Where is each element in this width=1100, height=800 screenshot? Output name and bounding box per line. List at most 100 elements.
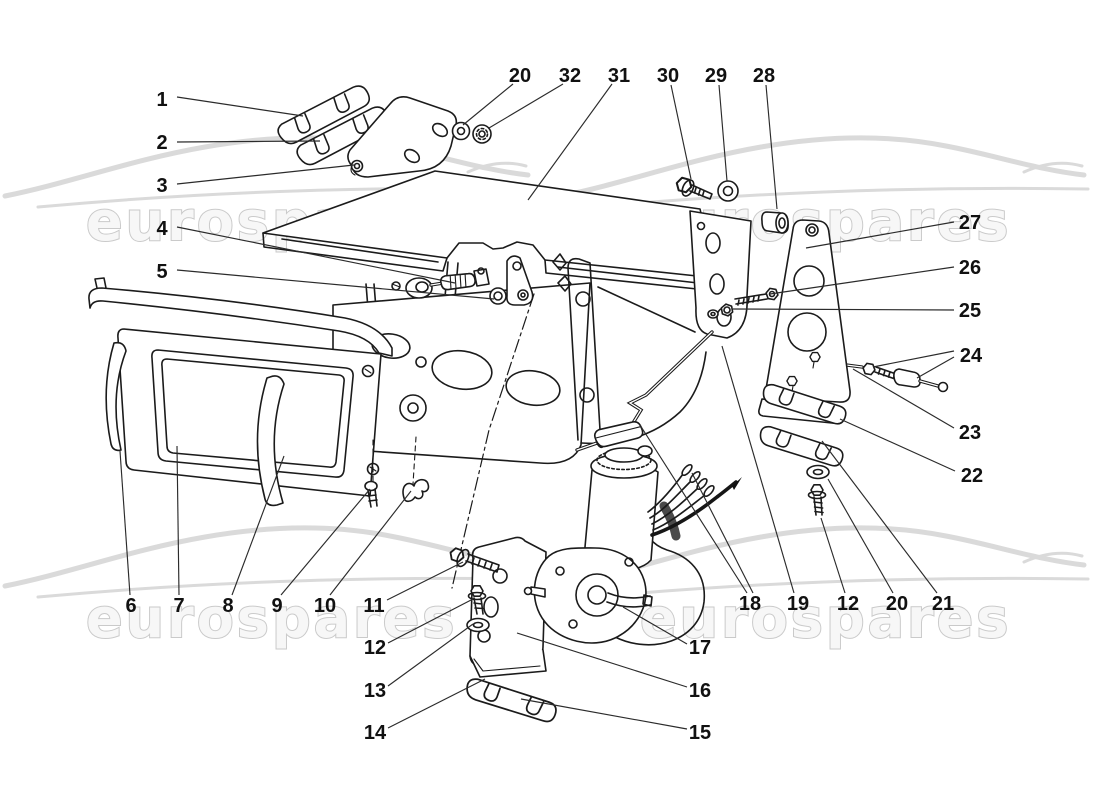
frame-lid-strip xyxy=(88,287,393,357)
callout-label: 31 xyxy=(608,65,630,87)
leader-line xyxy=(820,517,846,594)
leader-line xyxy=(916,356,955,379)
screw-9 xyxy=(364,480,378,508)
nut-32 xyxy=(472,124,492,144)
callout-label: 4 xyxy=(156,218,168,240)
leader-line xyxy=(280,488,371,596)
callout-label: 27 xyxy=(959,212,981,234)
callout-label: 20 xyxy=(509,65,531,87)
motor-cap xyxy=(590,445,658,479)
retaining-clip-1 xyxy=(277,85,371,145)
callout-label: 30 xyxy=(657,65,679,87)
callout-label: 11 xyxy=(363,595,384,617)
callout-label: 32 xyxy=(559,65,581,87)
callout-label: 12 xyxy=(364,637,386,659)
leader-line xyxy=(176,96,304,117)
motor-wires xyxy=(647,463,742,541)
leader-line xyxy=(527,83,613,201)
slotted-plate-15 xyxy=(462,676,560,724)
adjust-screw-26 xyxy=(734,287,780,306)
bolt-11 xyxy=(447,546,500,573)
leader-line xyxy=(765,84,778,210)
leader-line xyxy=(721,345,795,594)
motor-gearbox xyxy=(523,547,647,644)
leader-line xyxy=(691,472,754,594)
leader-line xyxy=(119,450,131,596)
slotted-plate-21 xyxy=(756,424,847,469)
callout-label: 12 xyxy=(837,593,859,615)
leader-line xyxy=(387,623,474,687)
callout-label: 8 xyxy=(222,595,233,617)
callout-label: 29 xyxy=(705,65,727,87)
leader-line xyxy=(488,83,564,129)
callout-label: 5 xyxy=(156,261,167,283)
screw-12-right xyxy=(807,483,827,516)
leader-line xyxy=(176,164,355,185)
mounting-bracket-plate-3 xyxy=(347,96,458,178)
lifting-motor-assembly xyxy=(523,445,742,646)
leader-line xyxy=(821,440,938,594)
leader-line xyxy=(176,140,321,143)
cable-ferrule xyxy=(575,420,644,452)
washer-20-top xyxy=(451,121,471,141)
callout-layer: 12 3 4 5 20 32 31 30 29 28 27 26 25 24 23 22 6 7 8 9 10 11 12 1… xyxy=(119,65,983,744)
watermark-text: eurospares xyxy=(86,587,457,650)
callout-label: 28 xyxy=(753,65,775,87)
leader-line xyxy=(516,632,688,688)
leader-line xyxy=(462,83,514,126)
callout-label: 26 xyxy=(959,257,981,279)
cable-rod-tip xyxy=(937,381,949,393)
callout-label: 20 xyxy=(886,593,908,615)
callout-label: 13 xyxy=(364,680,386,702)
bushing-28 xyxy=(761,211,789,234)
callout-label: 19 xyxy=(787,593,809,615)
callout-label: 16 xyxy=(689,680,711,702)
leader-line xyxy=(387,678,486,729)
callout-label: 14 xyxy=(364,722,387,744)
shoulder-bolt-30 xyxy=(674,175,713,200)
nut-25 xyxy=(707,302,736,319)
leader-line xyxy=(805,221,955,249)
leader-line xyxy=(622,606,688,645)
hose-clamp-17 xyxy=(606,592,653,608)
callout-label: 10 xyxy=(314,595,336,617)
leader-line xyxy=(520,698,688,730)
leader-line xyxy=(827,478,894,594)
leader-line xyxy=(639,424,748,594)
washer-20-right xyxy=(806,464,830,480)
technical-drawing xyxy=(88,85,949,724)
leader-line xyxy=(176,226,456,284)
callout-label: 21 xyxy=(932,593,954,615)
washer-29 xyxy=(717,180,739,202)
leader-line xyxy=(231,455,285,596)
washer-13 xyxy=(466,617,490,633)
callout-label: 22 xyxy=(961,465,983,487)
leader-line xyxy=(718,84,728,182)
leader-line xyxy=(769,266,955,295)
leader-line xyxy=(329,490,412,596)
leader-line xyxy=(176,269,495,300)
callout-label: 7 xyxy=(173,595,184,617)
leader-line xyxy=(852,368,955,429)
leader-line xyxy=(176,445,180,596)
callout-label: 3 xyxy=(156,175,167,197)
cable-clamp-10 xyxy=(402,478,430,503)
leader-line xyxy=(732,308,955,311)
curved-strip-left xyxy=(105,341,127,452)
callout-label: 17 xyxy=(689,637,711,659)
leader-line xyxy=(670,84,692,180)
drive-cable xyxy=(575,330,949,452)
callout-label: 24 xyxy=(960,345,983,367)
axis-line xyxy=(451,293,535,589)
callout-label: 9 xyxy=(271,595,282,617)
callout-label: 23 xyxy=(959,422,981,444)
callout-label: 18 xyxy=(739,593,761,615)
screw-12-left xyxy=(467,584,487,615)
black-wire-tip xyxy=(732,477,742,490)
callout-label: 6 xyxy=(125,595,136,617)
callout-label: 25 xyxy=(959,300,981,322)
leader-line xyxy=(839,418,956,472)
callout-label: 2 xyxy=(156,132,167,154)
